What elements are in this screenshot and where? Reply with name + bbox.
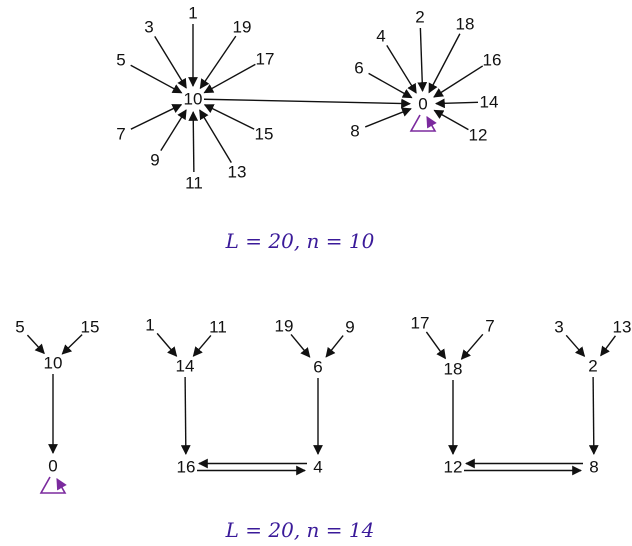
top-edge-8-to-0 (364, 107, 412, 128)
bottom-edge-3-to-2 (565, 334, 586, 357)
caption-top: L = 20, n = 10 (225, 229, 375, 253)
top-node-6: 6 (354, 59, 363, 78)
top-node-11: 11 (185, 174, 203, 193)
top-node-16: 16 (483, 51, 502, 70)
bottom-node-3: 3 (554, 318, 563, 337)
top-node-10: 10 (184, 90, 203, 109)
top-node-12: 12 (469, 126, 488, 145)
bottom-edge-1-to-14 (156, 332, 178, 357)
bottom-node-11: 11 (209, 318, 227, 337)
bottom-node-8: 8 (589, 458, 598, 477)
top-node-19: 19 (233, 18, 252, 37)
top-node-7: 7 (116, 125, 125, 144)
top-node-5: 5 (116, 51, 125, 70)
bottom-edge-17-to-18 (425, 331, 446, 360)
bottom-node-4: 4 (313, 458, 322, 477)
bottom-edge-7-to-18 (460, 333, 484, 360)
bottom-edge-2-to-8 (588, 376, 599, 455)
bottom-node-17: 17 (411, 314, 430, 333)
bottom-edge-5-to-10 (26, 334, 45, 355)
bottom-node-14: 14 (176, 357, 195, 376)
bottom-edge-15-to-10 (61, 334, 83, 355)
top-node-9: 9 (150, 151, 159, 170)
top-edge-6-to-0 (368, 72, 413, 99)
bottom-edge-13-to-2 (600, 335, 616, 357)
top-node-15: 15 (255, 125, 274, 144)
bottom-node-13: 13 (613, 318, 632, 337)
top-node-1: 1 (188, 4, 197, 23)
bottom-node-10: 10 (44, 354, 63, 373)
top-node-8: 8 (350, 122, 359, 141)
bottom-node-15: 15 (81, 318, 100, 337)
top-edge-4-to-0 (386, 44, 417, 94)
bottom-node-18: 18 (444, 360, 463, 379)
bottom-node-16: 16 (177, 458, 196, 477)
bottom-node-1: 1 (145, 316, 154, 335)
top-edge-18-to-0 (428, 33, 461, 94)
bottom-edge-9-to-6 (325, 335, 344, 358)
bottom-node-7: 7 (485, 317, 494, 336)
top-node-18: 18 (456, 15, 475, 34)
top-edge-15-to-10 (203, 104, 255, 130)
top-edge-10-to-0 (203, 98, 411, 109)
bottom-node-19: 19 (275, 317, 294, 336)
bottom-node-12: 12 (444, 458, 463, 477)
top-node-13: 13 (228, 163, 247, 182)
bottom-edge-14-to-16 (180, 376, 191, 455)
bottom-node-2: 2 (588, 357, 597, 376)
bottom-node-5: 5 (15, 318, 24, 337)
bottom-edge-11-to-14 (192, 334, 212, 357)
top-edge-11-to-10 (188, 111, 199, 173)
top-node-2: 2 (415, 8, 424, 27)
top-edge-13-to-10 (199, 109, 232, 163)
top-node-4: 4 (376, 27, 385, 46)
top-node-3: 3 (144, 18, 153, 37)
top-self-loop-0 (409, 114, 437, 132)
top-edge-14-to-0 (435, 98, 479, 109)
top-edge-9-to-10 (160, 109, 187, 152)
caption-bottom: L = 20, n = 14 (225, 518, 375, 542)
top-edge-7-to-10 (130, 104, 183, 130)
top-edge-12-to-0 (433, 109, 469, 131)
bottom-node-9: 9 (345, 318, 354, 337)
top-edge-16-to-0 (433, 65, 484, 98)
top-edge-17-to-10 (203, 63, 256, 94)
top-node-14: 14 (480, 93, 499, 112)
bottom-self-loop-0 (39, 476, 67, 494)
bottom-edge-19-to-6 (290, 334, 311, 358)
top-edge-5-to-10 (130, 64, 183, 94)
bottom-node-0: 0 (48, 457, 57, 476)
top-edge-3-to-10 (154, 36, 187, 89)
top-node-0: 0 (418, 95, 427, 114)
top-edge-2-to-0 (417, 27, 428, 92)
edges-layer (26, 24, 616, 494)
bottom-node-6: 6 (313, 358, 322, 377)
top-node-17: 17 (256, 50, 275, 69)
top-edge-19-to-10 (199, 35, 237, 90)
